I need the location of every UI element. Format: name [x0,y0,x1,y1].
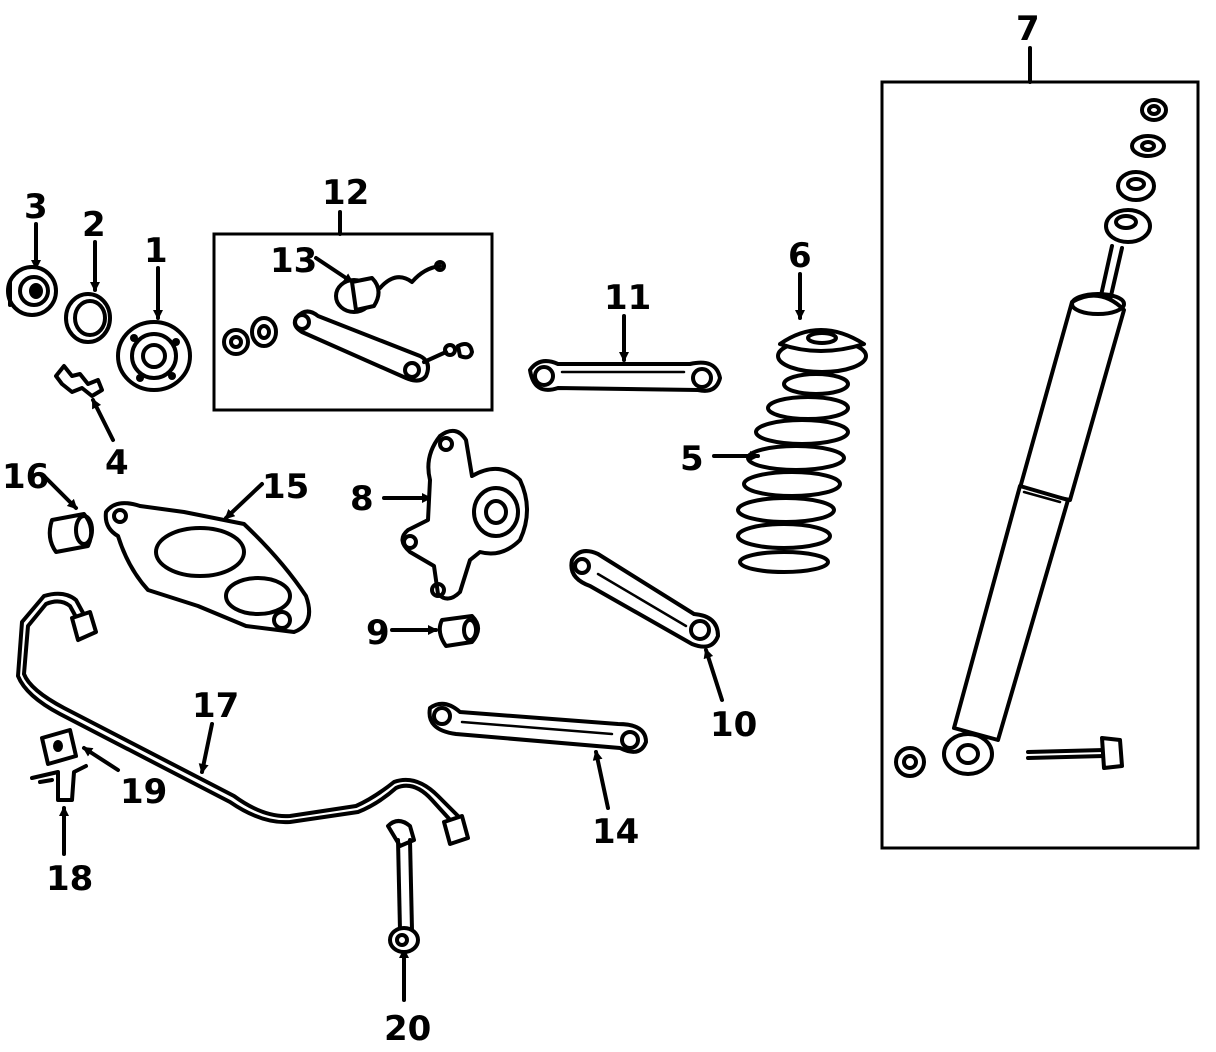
part-8-knuckle [400,428,529,601]
leader-10 [703,648,724,702]
part-12-trailing-arm [292,309,474,383]
callout-14: 14 [592,812,639,852]
leader-16 [42,474,78,510]
part-9-bushing [437,614,480,648]
callout-16: 16 [2,457,49,497]
callout-9: 9 [366,613,390,653]
part-19-bushing [40,728,78,766]
part-17-stabilizer-bar [16,591,470,846]
callout-6: 6 [788,236,812,276]
part-15-lower-arm [103,501,311,634]
part-7-shock-absorber [894,98,1168,778]
callout-17: 17 [192,686,239,726]
leader-19 [82,746,120,772]
part-16-bushing [47,512,94,554]
part-4-clip [54,364,104,398]
callout-5: 5 [680,439,704,479]
callout-19: 19 [120,772,167,812]
callout-3: 3 [24,187,48,227]
part-1-hub [116,320,192,392]
part-12-nut-washer [222,316,278,356]
callout-8: 8 [350,479,374,519]
group-box-12 [212,232,494,412]
leader-arrows [31,46,1032,1002]
leader-17 [198,722,214,774]
callout-1: 1 [144,231,168,271]
part-2-seal [64,292,112,344]
callout-2: 2 [82,205,106,245]
leader-15 [224,482,264,520]
part-20-stabilizer-link [386,819,420,954]
part-10-lower-link [569,549,720,649]
leader-14 [592,750,610,810]
part-3-bearing [6,265,58,317]
callout-11: 11 [604,278,651,318]
callout-7: 7 [1016,9,1040,49]
part-6-spring-seat [776,328,868,374]
part-11-control-arm [528,359,722,393]
group-box-7 [880,80,1200,850]
callout-15: 15 [262,467,309,507]
callout-10: 10 [710,705,757,745]
leader-13 [314,256,354,284]
callout-12: 12 [322,173,369,213]
callout-18: 18 [46,859,93,899]
callout-20: 20 [384,1009,431,1049]
leader-4 [91,398,115,442]
callout-4: 4 [105,443,129,483]
callout-13: 13 [270,241,317,281]
part-18-bracket [30,764,88,802]
part-14-tie-rod-link [427,701,648,754]
part-5-coil-spring [736,372,850,574]
part-13-bushing [334,260,446,314]
